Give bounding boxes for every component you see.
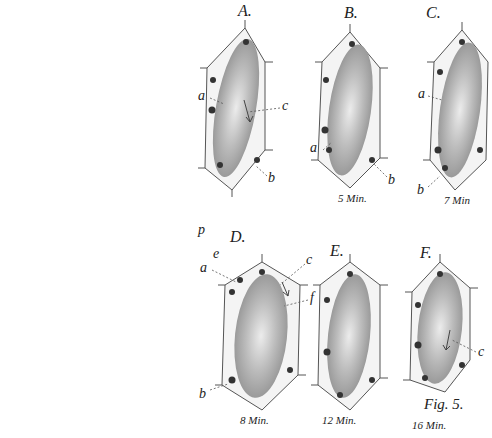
figure-label: C. bbox=[426, 4, 441, 22]
cell-outline bbox=[222, 262, 300, 410]
cell-outline bbox=[318, 262, 380, 410]
figure-label: p bbox=[198, 222, 205, 237]
figure-label: B. bbox=[344, 4, 358, 22]
figure-label: c bbox=[282, 98, 288, 113]
vacuole bbox=[229, 272, 294, 401]
vacuole bbox=[320, 42, 380, 179]
figure-label: A. bbox=[238, 2, 252, 20]
time-label: 8 Min. bbox=[240, 414, 269, 426]
figure-label: Fig. 5. bbox=[424, 396, 464, 413]
vacuole bbox=[322, 272, 377, 400]
figure-label: a bbox=[418, 86, 425, 101]
figure-label: D. bbox=[230, 228, 246, 246]
cell-outline bbox=[318, 32, 380, 188]
figure-label: e bbox=[213, 246, 219, 261]
figure-label: b bbox=[388, 172, 395, 187]
time-label: 7 Min bbox=[444, 194, 470, 206]
figure-label: a bbox=[200, 260, 207, 275]
figure-label: b bbox=[417, 182, 424, 197]
figure-label: c bbox=[306, 252, 312, 267]
figure-label: b bbox=[199, 386, 206, 401]
figure-label: E. bbox=[330, 242, 344, 260]
figure-label: a bbox=[198, 88, 205, 103]
figure-label: f bbox=[310, 290, 314, 305]
time-label: 5 Min. bbox=[338, 192, 367, 204]
time-label: 12 Min. bbox=[322, 414, 356, 426]
cell-outline bbox=[410, 262, 470, 392]
figure-label: F. bbox=[420, 244, 432, 262]
figure-label: c bbox=[478, 344, 484, 359]
figure-label: a bbox=[310, 140, 317, 155]
vacuole bbox=[412, 270, 467, 386]
time-label: 16 Min. bbox=[412, 419, 446, 431]
vacuole bbox=[204, 36, 268, 181]
vacuole bbox=[431, 40, 490, 180]
figure-label: b bbox=[268, 170, 275, 185]
